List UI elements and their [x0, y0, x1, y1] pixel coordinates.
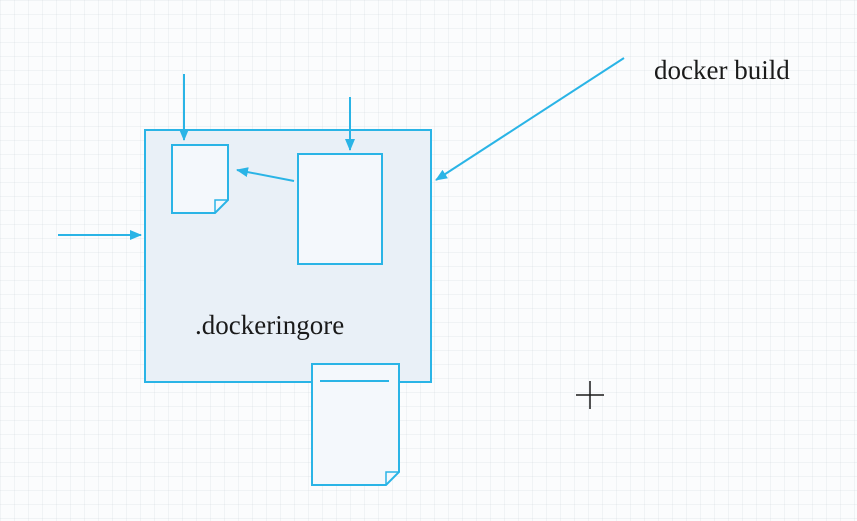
crosshair-plus-icon — [576, 381, 604, 409]
dockerignore-label: .dockeringore — [195, 310, 345, 340]
ignore-file-fold — [385, 471, 399, 485]
arrow-dockerfile-to-small-file — [236, 167, 295, 182]
ignore-file-icon — [311, 363, 400, 486]
dockerfile-document-icon — [297, 153, 383, 265]
docker-build-label: docker build — [654, 55, 790, 85]
small-file-icon — [171, 144, 229, 214]
arrow-docker-build-to-box — [435, 57, 625, 181]
small-file-fold — [214, 199, 228, 213]
